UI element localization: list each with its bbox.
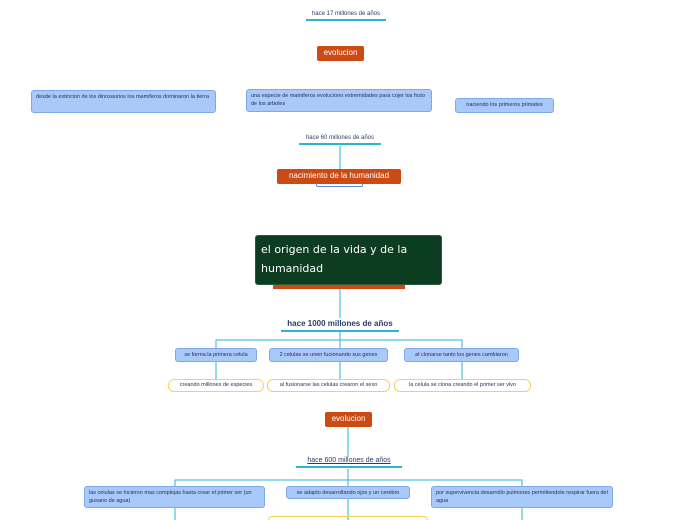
fact-dinosaurs[interactable]: desde la extincion de los dinosaurios lo… xyxy=(31,90,216,113)
result-millions-species[interactable]: creando millones de especies xyxy=(168,379,264,392)
result-first-living-being[interactable]: la celula se clona creando el primer ser… xyxy=(394,379,531,392)
change-eyes-brain[interactable]: se adapto desarrollando ojos y un cerebr… xyxy=(286,486,410,499)
period-60-million-label[interactable]: hace 60 millones de años xyxy=(299,135,381,145)
change-complex-cells[interactable]: las celulas se hicieron mas complejas ha… xyxy=(84,486,265,508)
evolucion-top-node[interactable]: evolucion xyxy=(317,46,364,61)
nacimiento-humanidad-node[interactable]: nacimiento de la humanidad xyxy=(277,169,401,184)
evolucion-bottom-node[interactable]: evolucion xyxy=(325,412,372,427)
result-sex-created[interactable]: al fusionarse las celulas crearon el sex… xyxy=(267,379,390,392)
fact-extremities[interactable]: una especie de mamiferos evoluciono extr… xyxy=(246,89,432,112)
partial-yellow-node xyxy=(268,516,428,520)
period-1000-million-label[interactable]: hace 1000 millones de años xyxy=(281,319,399,332)
period-600-million-label[interactable]: hace 600 millones de años xyxy=(296,457,402,468)
central-topic[interactable]: el origen de la vida y de la humanidad xyxy=(255,235,442,285)
step-first-cell[interactable]: se forma la primera celula xyxy=(175,348,257,362)
period-17-million-label[interactable]: hace 17 millones de años xyxy=(306,11,386,21)
step-genes-changed[interactable]: al clonarse tanto los genes cambiaron xyxy=(404,348,519,362)
change-lungs[interactable]: por supervivencia desarrollo pulmones pe… xyxy=(431,486,613,508)
fact-first-primates[interactable]: naciendo los primeros primates xyxy=(455,98,554,113)
central-topic-underlay xyxy=(273,282,405,289)
step-cells-fuse[interactable]: 2 celulas se unen fucionando sus genes xyxy=(269,348,388,362)
